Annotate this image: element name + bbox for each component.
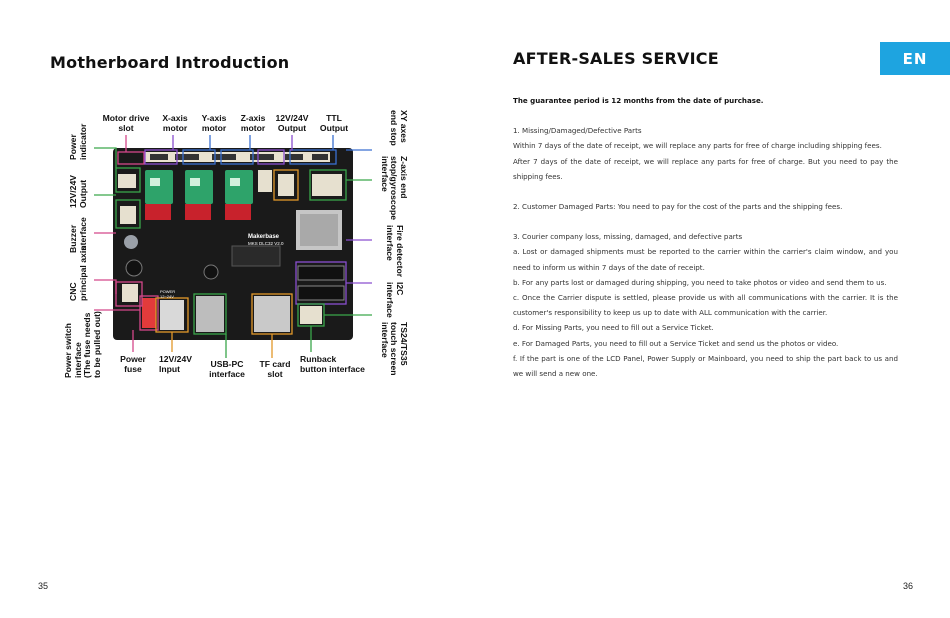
- section-3-item-d: d. For Missing Parts, you need to fill o…: [513, 323, 714, 333]
- after-sales-body: The guarantee period is 12 months from t…: [513, 93, 898, 381]
- board-brand-text: Makerbase: [248, 234, 280, 240]
- page-number-left: 35: [38, 581, 49, 591]
- section-3-item-a: a. Lost or damaged shipments must be rep…: [513, 247, 898, 272]
- board-power-text: POWER: [160, 289, 175, 294]
- page-number-right: 36: [903, 581, 914, 591]
- page-title-right: AFTER-SALES SERVICE: [513, 49, 719, 68]
- right-page: AFTER-SALES SERVICE The guarantee period…: [475, 0, 950, 618]
- section-2-heading: 2. Customer Damaged Parts: You need to p…: [513, 202, 843, 212]
- language-tab-en: EN: [880, 42, 950, 75]
- section-3-item-f: f. If the part is one of the LCD Panel, …: [513, 353, 898, 379]
- section-1-paragraph-2: After 7 days of the date of receipt, we …: [513, 156, 898, 181]
- section-1-heading: 1. Missing/Damaged/Defective Parts: [513, 126, 642, 136]
- board-voltage-text: 12~24V: [160, 294, 174, 299]
- section-3-item-b: b. For any parts lost or damaged during …: [513, 277, 887, 287]
- section-3-heading: 3. Courier company loss, missing, damage…: [513, 232, 743, 242]
- guarantee-statement: The guarantee period is 12 months from t…: [513, 96, 764, 105]
- section-3-item-c: c. Once the Carrier dispute is settled, …: [513, 293, 898, 318]
- section-3-item-e: e. For Damaged Parts, you need to fill o…: [513, 338, 839, 348]
- section-1-paragraph-1: Within 7 days of the date of receipt, we…: [513, 141, 882, 151]
- board-model-text: MKS DLC32 V2.0: [248, 241, 284, 246]
- page-title-left: Motherboard Introduction: [50, 53, 290, 72]
- board-graphic: Makerbase MKS DLC32 V2.0 POWER 12~24V: [94, 135, 372, 358]
